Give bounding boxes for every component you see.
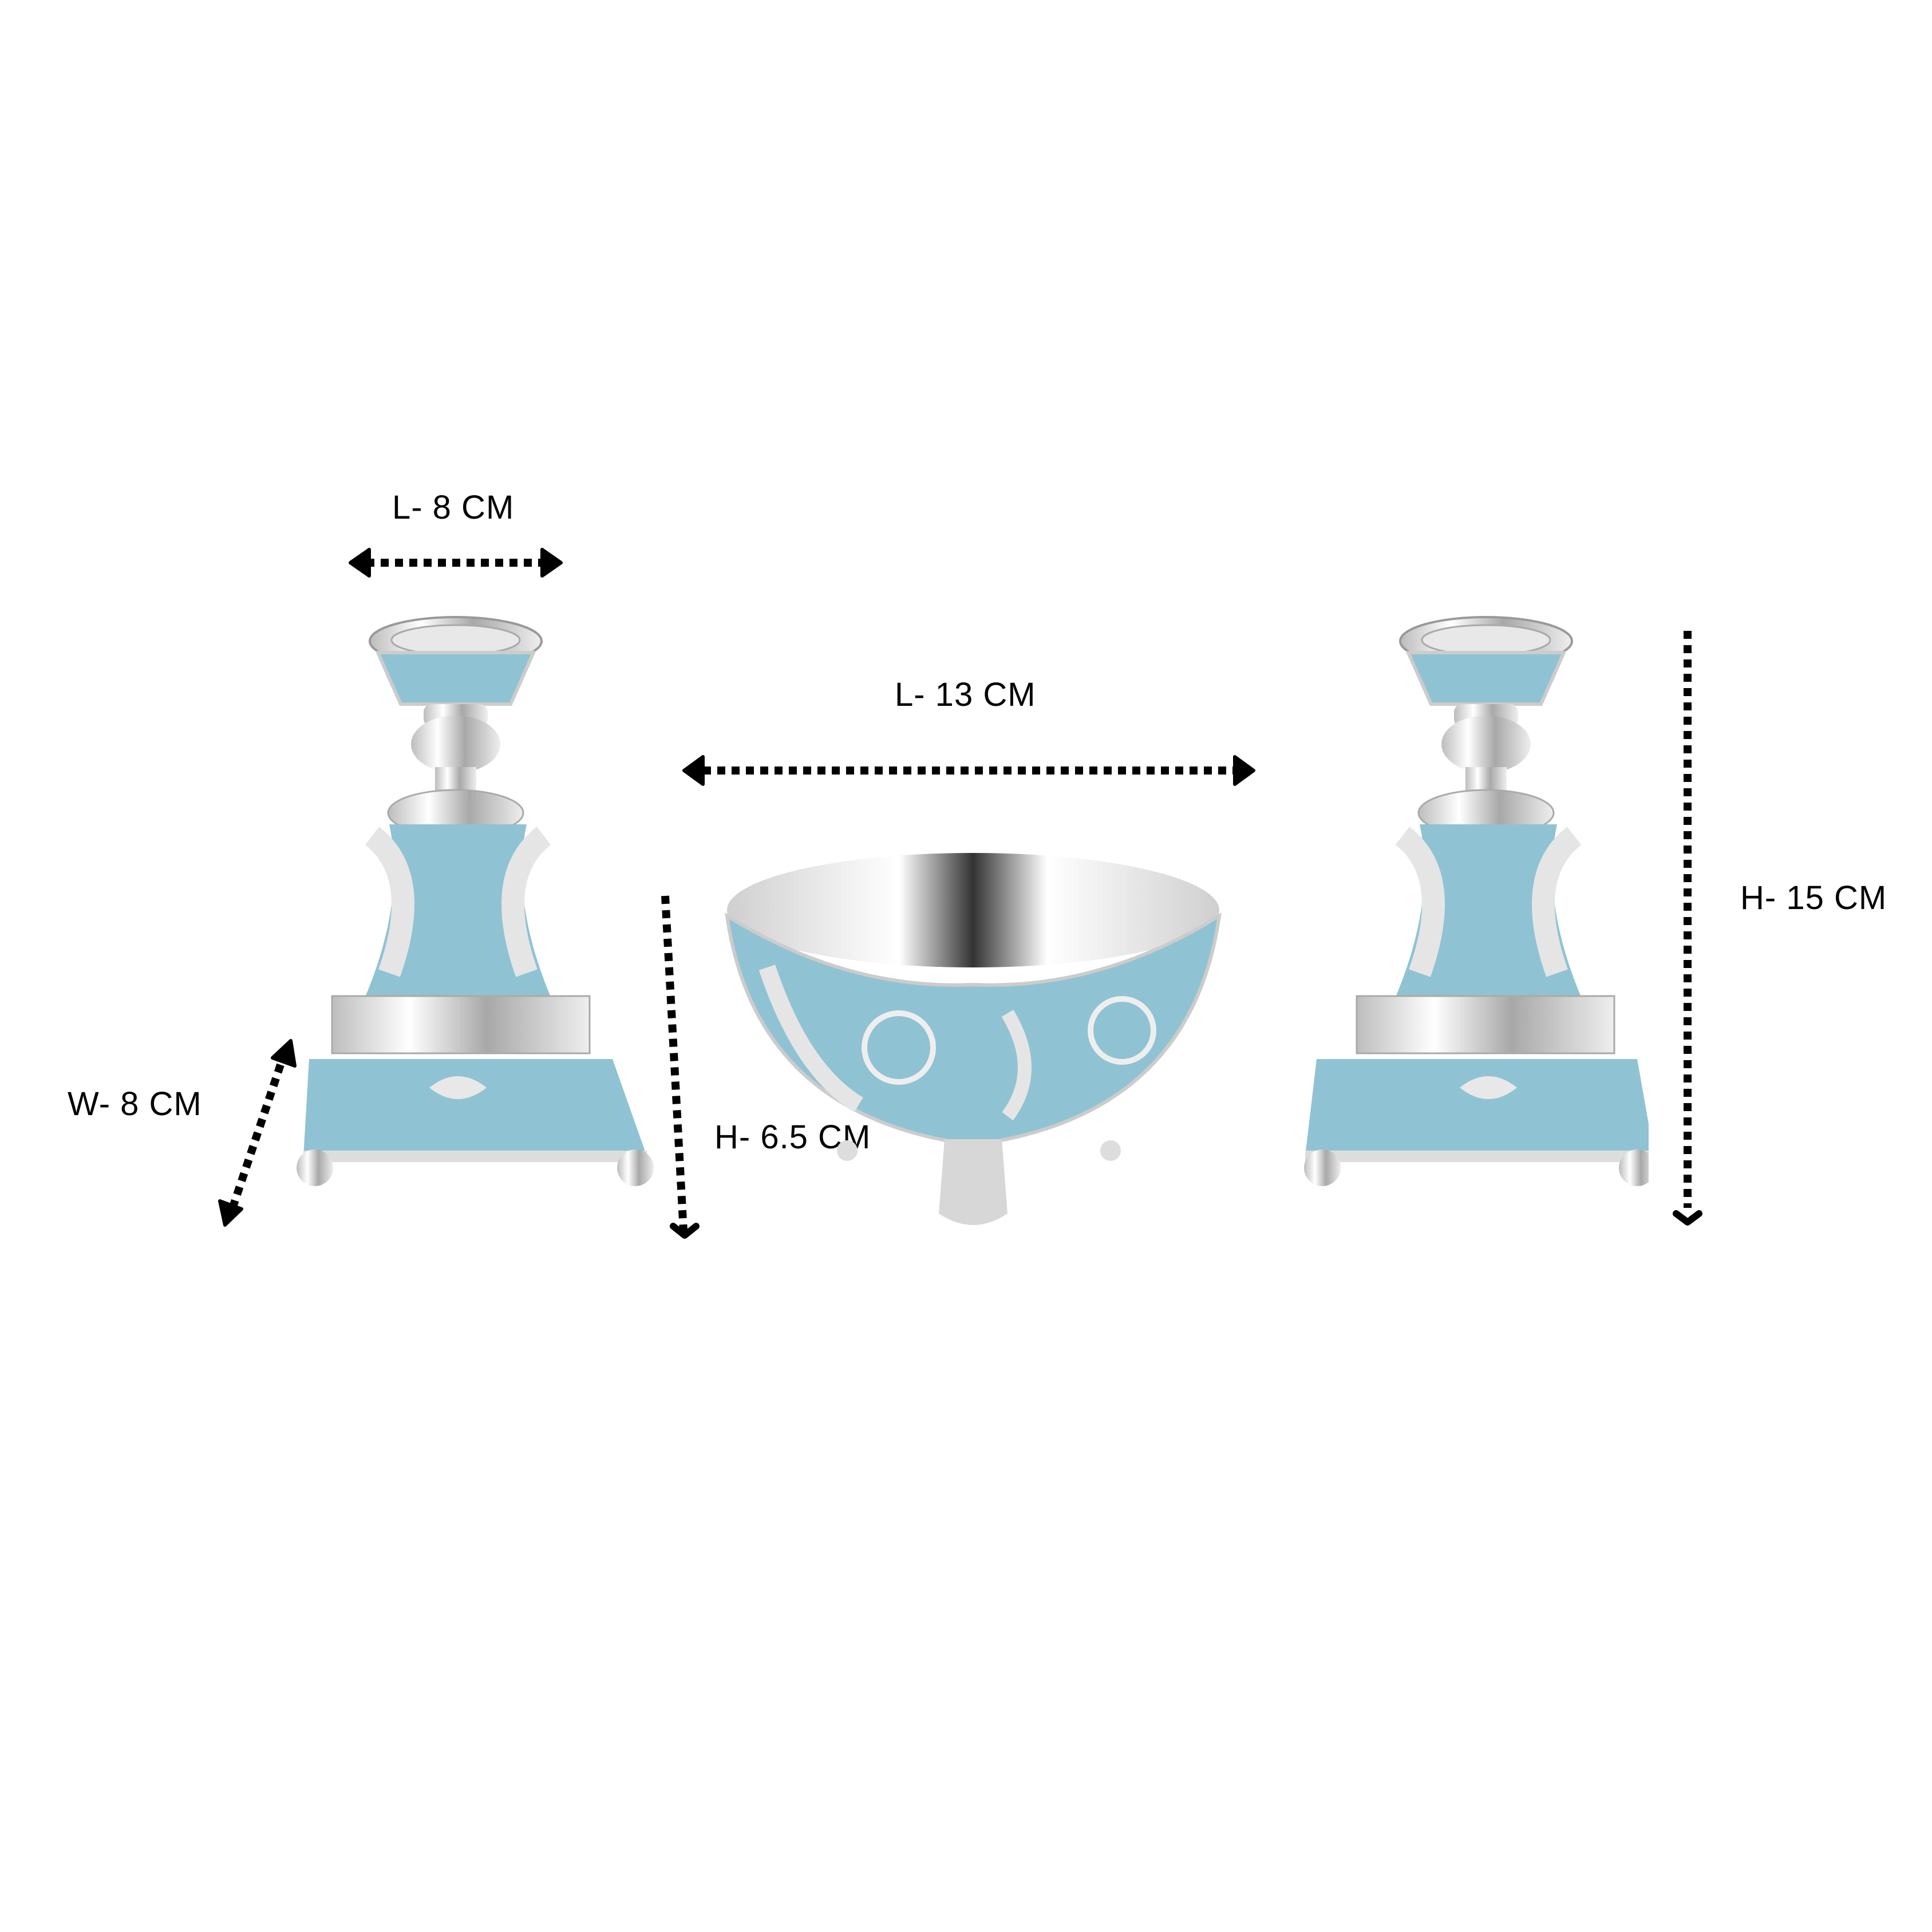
bowl-length-label: L- 13 CM	[895, 676, 1036, 713]
footed-bowl	[725, 853, 1222, 1225]
candle-holder-right	[1304, 616, 1649, 1186]
arrowhead-icon	[218, 548, 1255, 1227]
candle-width-label: W- 8 CM	[68, 1085, 202, 1123]
chevron-down-icon	[670, 1210, 1702, 1239]
candle-length-label: L- 8 CM	[392, 489, 515, 526]
candle-height-label: H- 15 CM	[1740, 879, 1887, 916]
candle-holder-left	[297, 616, 654, 1186]
